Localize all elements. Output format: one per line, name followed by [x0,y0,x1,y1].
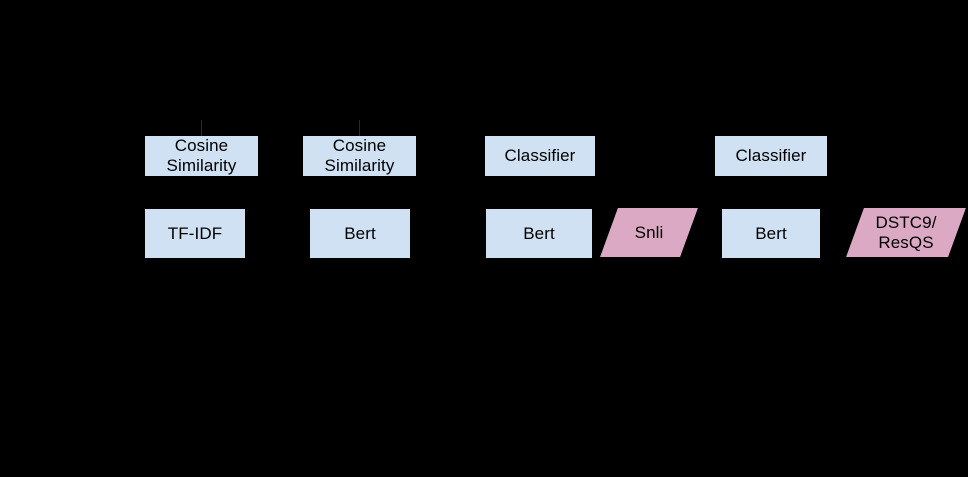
connector-stub-group-2 [359,120,360,136]
dataset-label-snli: Snli [634,222,664,242]
node-bert-4[interactable]: Bert [722,209,820,258]
node-bert-3[interactable]: Bert [486,209,592,258]
node-dataset-dstc9-resqs[interactable]: DSTC9/ ResQS [846,208,966,257]
node-classifier-3[interactable]: Classifier [485,136,595,176]
node-tf-idf[interactable]: TF-IDF [145,209,245,258]
node-cosine-similarity-2[interactable]: Cosine Similarity [303,136,416,176]
connector-stub-group-1 [201,120,202,136]
node-classifier-4[interactable]: Classifier [715,136,827,176]
node-dataset-snli[interactable]: Snli [600,208,698,257]
node-bert-2[interactable]: Bert [310,209,410,258]
dataset-label-dstc9-resqs: DSTC9/ ResQS [875,212,937,252]
node-cosine-similarity-1[interactable]: Cosine Similarity [145,136,258,176]
